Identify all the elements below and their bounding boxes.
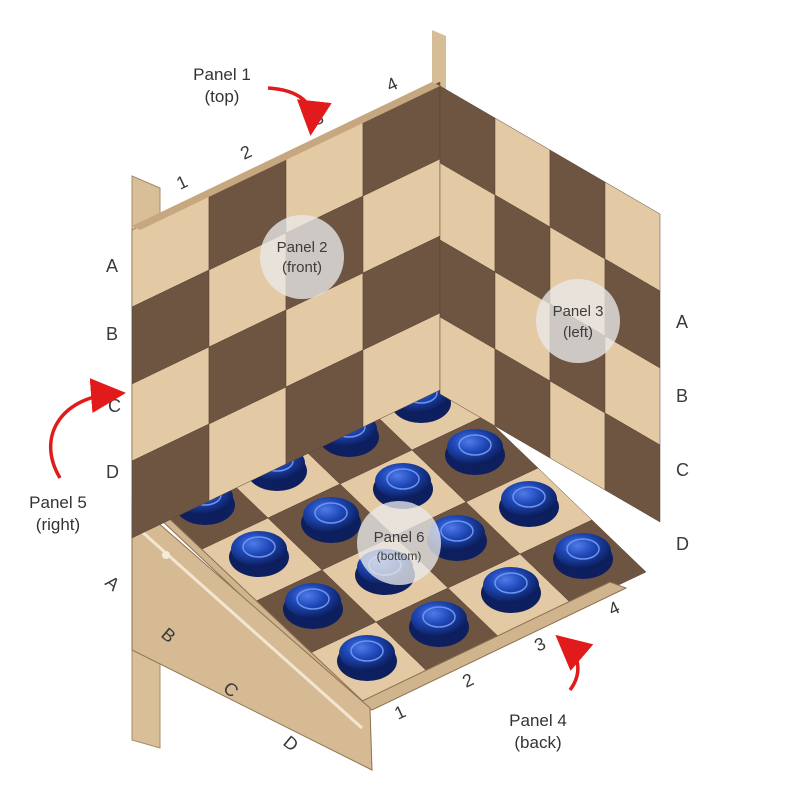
front-row-b: B (106, 324, 118, 344)
left-panel-square (604, 412, 661, 523)
panel-1-arrow (267, 86, 332, 136)
bottom-number-1: 1 (391, 701, 409, 723)
chess-piece (337, 635, 397, 681)
top-panel-edge (132, 82, 440, 230)
chess-piece (481, 567, 541, 613)
chess-piece (229, 531, 289, 577)
left-row-b: B (676, 386, 688, 406)
left-row-a: A (676, 312, 688, 332)
panel-3-sub: (left) (563, 324, 593, 341)
chess-piece (409, 601, 469, 647)
panel-6-badge: Panel 6 (bottom) (357, 501, 441, 585)
panel-3-badge: Panel 3 (left) (536, 279, 620, 363)
top-number-1: 1 (173, 171, 191, 193)
panel-5-arrow (49, 378, 126, 479)
left-row-d: D (676, 534, 689, 554)
bottom-letter-d: D (279, 732, 302, 756)
panel-4-sub: (back) (514, 733, 561, 752)
panel-3-label: Panel 3 (553, 303, 604, 320)
top-number-4: 4 (383, 73, 401, 95)
panel-4-arrow (555, 634, 594, 692)
panel-2-label: Panel 2 (277, 239, 328, 256)
front-row-a: A (106, 256, 118, 276)
top-number-2: 2 (237, 141, 255, 163)
chess-piece (553, 533, 613, 579)
chess-piece (445, 429, 505, 475)
front-panel-board (131, 81, 441, 539)
chess-piece (427, 515, 487, 561)
front-row-d: D (106, 462, 119, 482)
bottom-number-4: 4 (605, 597, 623, 619)
panel-1-label: Panel 1 (193, 65, 251, 84)
panel-5-label: Panel 5 (29, 493, 87, 512)
panel-4-label: Panel 4 (509, 711, 567, 730)
inlay-line (139, 528, 363, 730)
bottom-panel-front-wall (131, 498, 373, 771)
chess-piece (301, 497, 361, 543)
chess-piece (283, 583, 343, 629)
front-row-c: C (108, 396, 121, 416)
panel-1-sub: (top) (205, 87, 240, 106)
chess-piece (373, 463, 433, 509)
bottom-number-2: 2 (459, 669, 477, 691)
peg-hole (162, 551, 170, 559)
chess-piece (499, 481, 559, 527)
bottom-number-3: 3 (531, 633, 549, 655)
panel-6-label: Panel 6 (374, 529, 425, 546)
bottom-letter-a: A (101, 572, 123, 595)
panel-5-sub: (right) (36, 515, 80, 534)
left-row-c: C (676, 460, 689, 480)
panel-2-sub: (front) (282, 259, 322, 276)
panel-6-sub: (bottom) (377, 549, 422, 563)
panel-2-badge: Panel 2 (front) (260, 215, 344, 299)
